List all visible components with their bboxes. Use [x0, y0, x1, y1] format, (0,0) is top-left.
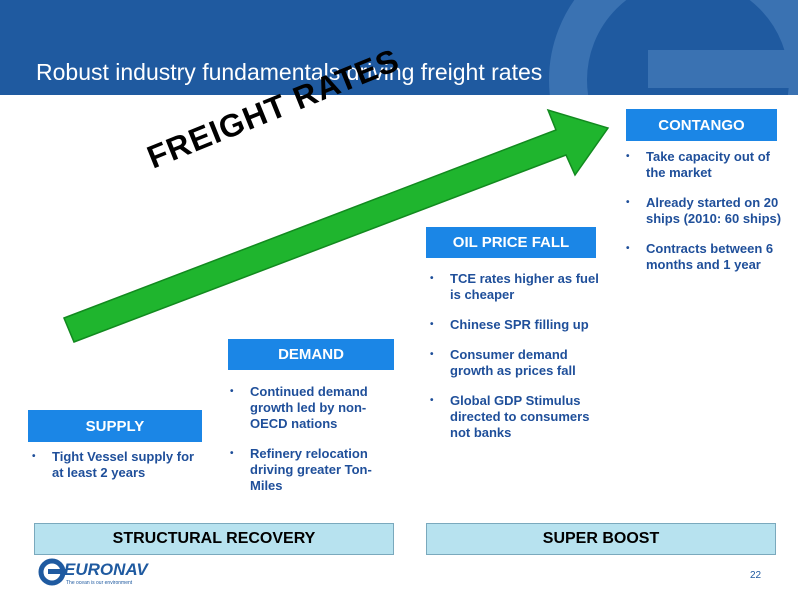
bullet-icon: •	[230, 386, 234, 397]
bullet-icon: •	[626, 151, 630, 162]
bullet-icon: •	[430, 395, 434, 406]
euronav-watermark-icon	[549, 0, 798, 95]
structural-recovery-bar: STRUCTURAL RECOVERY	[34, 523, 394, 555]
supply-heading: SUPPLY	[28, 410, 202, 442]
list-item: •Tight Vessel supply for at least 2 year…	[32, 449, 195, 480]
euronav-logo-icon	[38, 558, 66, 586]
list-item: •Chinese SPR filling up	[430, 317, 589, 332]
super-boost-bar: SUPER BOOST	[426, 523, 776, 555]
contango-bullet-list: •Take capacity out of the market •Alread…	[622, 149, 786, 287]
demand-bullet-list: •Continued demand growth led by non-OECD…	[226, 384, 396, 508]
logo-wordmark: EURONAV	[64, 560, 148, 579]
logo-tagline: The ocean is our environment	[66, 580, 133, 586]
slide-header: Robust industry fundamentals driving fre…	[0, 0, 798, 95]
bullet-icon: •	[430, 273, 434, 284]
bullet-icon: •	[230, 448, 234, 459]
contango-heading: CONTANGO	[626, 109, 777, 141]
supply-bullet-list: •Tight Vessel supply for at least 2 year…	[28, 449, 208, 495]
slide-title: Robust industry fundamentals driving fre…	[36, 59, 543, 85]
list-item: •Consumer demand growth as prices fall	[430, 347, 576, 378]
bullet-icon: •	[626, 197, 630, 208]
bullet-icon: •	[430, 319, 434, 330]
bullet-icon: •	[626, 243, 630, 254]
bullet-icon: •	[430, 349, 434, 360]
list-item: •Already started on 20 ships (2010: 60 s…	[626, 195, 782, 226]
list-item: •Continued demand growth led by non-OECD…	[230, 384, 368, 431]
demand-heading: DEMAND	[228, 339, 394, 370]
list-item: •TCE rates higher as fuel is cheaper	[430, 271, 599, 302]
oil-price-fall-heading: OIL PRICE FALL	[426, 227, 596, 258]
list-item: •Take capacity out of the market	[626, 149, 771, 180]
list-item: •Global GDP Stimulus directed to consume…	[430, 393, 590, 440]
oil-price-fall-bullet-list: •TCE rates higher as fuel is cheaper •Ch…	[426, 271, 606, 455]
page-number: 22	[750, 570, 762, 581]
list-item: •Refinery relocation driving greater Ton…	[230, 446, 372, 493]
list-item: •Contracts between 6 months and 1 year	[626, 241, 774, 272]
bullet-icon: •	[32, 451, 36, 462]
